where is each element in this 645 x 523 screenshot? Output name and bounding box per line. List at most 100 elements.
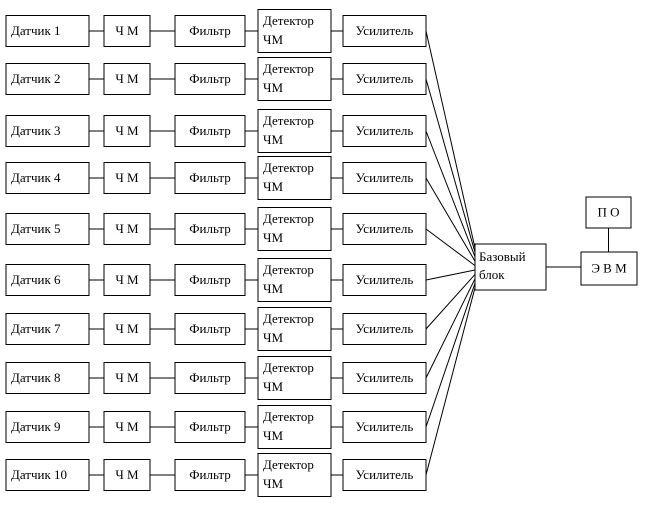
- sensor-box-2: [5, 63, 90, 95]
- amplifier-label-5: Усилитель: [356, 221, 414, 236]
- fm-modulator-box-9: [103, 411, 151, 443]
- fm-detector-label-line2-9: ЧМ: [263, 428, 283, 443]
- fm-modulator-label-4: Ч М: [115, 170, 139, 185]
- sensor-box-1: [5, 15, 90, 47]
- amplifier-box-10: [342, 459, 427, 491]
- amplifier-box-8: [342, 362, 427, 394]
- base-block-label-line2: блок: [479, 267, 505, 282]
- fm-detector-box-10: [257, 453, 332, 497]
- fm-modulator-label-7: Ч М: [115, 321, 139, 336]
- amplifier-label-3: Усилитель: [356, 123, 414, 138]
- fm-detector-label-line1-1: Детектор: [263, 13, 314, 28]
- fm-detector-label-line1-4: Детектор: [263, 160, 314, 175]
- sensor-label-9: Датчик 9: [11, 419, 61, 434]
- filter-label-3: Фильтр: [189, 123, 231, 138]
- sensor-label-3: Датчик 3: [11, 123, 61, 138]
- fm-detector-label-line1-5: Детектор: [263, 211, 314, 226]
- fm-detector-label-line1-6: Детектор: [263, 262, 314, 277]
- amplifier-box-9: [342, 411, 427, 443]
- amplifier-label-7: Усилитель: [356, 321, 414, 336]
- fm-modulator-label-3: Ч М: [115, 123, 139, 138]
- filter-label-4: Фильтр: [189, 170, 231, 185]
- sensor-label-4: Датчик 4: [11, 170, 61, 185]
- sensor-label-5: Датчик 5: [11, 221, 61, 236]
- fm-modulator-label-5: Ч М: [115, 221, 139, 236]
- fm-detector-label-line2-4: ЧМ: [263, 179, 283, 194]
- fm-modulator-label-1: Ч М: [115, 23, 139, 38]
- filter-label-1: Фильтр: [189, 23, 231, 38]
- fm-detector-label-line1-10: Детектор: [263, 457, 314, 472]
- sensor-label-8: Датчик 8: [11, 370, 61, 385]
- sensor-box-6: [5, 264, 90, 296]
- fm-detector-box-4: [257, 156, 332, 200]
- filter-label-7: Фильтр: [189, 321, 231, 336]
- sensor-box-9: [5, 411, 90, 443]
- amplifier-label-4: Усилитель: [356, 170, 414, 185]
- software-box: [585, 196, 632, 229]
- amplifier-label-10: Усилитель: [356, 467, 414, 482]
- fm-detector-label-line2-2: ЧМ: [263, 80, 283, 95]
- filter-label-2: Фильтр: [189, 71, 231, 86]
- fm-detector-label-line2-6: ЧМ: [263, 281, 283, 296]
- connector-amplifier-baseblock-8: [425, 278, 476, 379]
- fm-detector-box-5: [257, 207, 332, 251]
- sensor-box-8: [5, 362, 90, 394]
- sensor-label-1: Датчик 1: [11, 23, 61, 38]
- sensor-box-10: [5, 459, 90, 491]
- fm-modulator-box-4: [103, 162, 151, 194]
- amplifier-box-5: [342, 213, 427, 245]
- base-block-box: [474, 243, 547, 291]
- amplifier-label-8: Усилитель: [356, 370, 414, 385]
- sensor-box-7: [5, 313, 90, 345]
- filter-box-2: [174, 63, 246, 95]
- connector-amplifier-baseblock-9: [425, 283, 476, 428]
- computer-label: Э В М: [591, 260, 627, 275]
- fm-detector-box-7: [257, 307, 332, 351]
- sensor-label-6: Датчик 6: [11, 272, 61, 287]
- amplifier-label-1: Усилитель: [356, 23, 414, 38]
- filter-box-5: [174, 213, 246, 245]
- filter-box-8: [174, 362, 246, 394]
- fm-detector-label-line2-1: ЧМ: [263, 32, 283, 47]
- connector-amplifier-baseblock-4: [425, 177, 476, 262]
- filter-box-7: [174, 313, 246, 345]
- filter-label-8: Фильтр: [189, 370, 231, 385]
- fm-modulator-box-1: [103, 15, 151, 47]
- fm-detector-label-line2-8: ЧМ: [263, 379, 283, 394]
- fm-modulator-label-9: Ч М: [115, 419, 139, 434]
- fm-modulator-label-6: Ч М: [115, 272, 139, 287]
- sensor-label-10: Датчик 10: [11, 467, 67, 482]
- sensor-label-2: Датчик 2: [11, 71, 61, 86]
- amplifier-box-7: [342, 313, 427, 345]
- fm-modulator-label-2: Ч М: [115, 71, 139, 86]
- connector-amplifier-baseblock-7: [425, 274, 476, 330]
- computer-box: [580, 251, 638, 286]
- filter-label-6: Фильтр: [189, 272, 231, 287]
- fm-modulator-box-5: [103, 213, 151, 245]
- filter-label-5: Фильтр: [189, 221, 231, 236]
- fm-detector-label-line2-3: ЧМ: [263, 132, 283, 147]
- fm-modulator-label-8: Ч М: [115, 370, 139, 385]
- fm-detector-box-2: [257, 57, 332, 101]
- connector-amplifier-baseblock-2: [425, 78, 476, 253]
- connector-amplifier-baseblock-1: [425, 30, 476, 249]
- sensor-label-7: Датчик 7: [11, 321, 61, 336]
- fm-modulator-label-10: Ч М: [115, 467, 139, 482]
- connector-amplifier-baseblock-10: [425, 287, 476, 476]
- filter-label-9: Фильтр: [189, 419, 231, 434]
- amplifier-label-6: Усилитель: [356, 272, 414, 287]
- fm-detector-label-line2-5: ЧМ: [263, 230, 283, 245]
- connector-amplifier-baseblock-5: [425, 228, 476, 267]
- amplifier-box-1: [342, 15, 427, 47]
- connector-amplifier-baseblock-6: [425, 269, 476, 281]
- fm-modulator-box-2: [103, 63, 151, 95]
- filter-box-1: [174, 15, 246, 47]
- fm-detector-label-line2-7: ЧМ: [263, 330, 283, 345]
- connector-amplifier-baseblock-3: [425, 130, 476, 257]
- amplifier-label-2: Усилитель: [356, 71, 414, 86]
- base-block-label-line1: Базовый: [479, 249, 526, 264]
- sensor-box-3: [5, 115, 90, 147]
- fm-detector-label-line1-9: Детектор: [263, 409, 314, 424]
- fm-detector-label-line1-7: Детектор: [263, 311, 314, 326]
